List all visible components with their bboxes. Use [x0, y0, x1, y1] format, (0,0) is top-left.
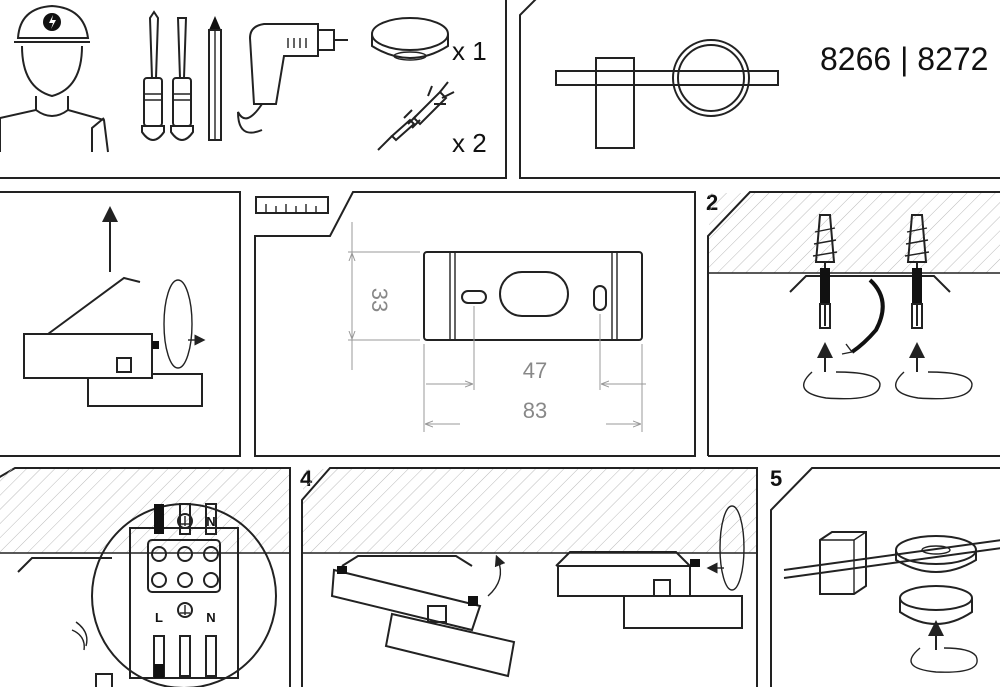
- ceiling-hatch-step3: [0, 469, 289, 553]
- lamp-mounted-illustration: [555, 505, 745, 629]
- live-label-bottom: L: [155, 610, 163, 625]
- pencil-icon: [208, 16, 222, 141]
- lamp-tilted-illustration: [330, 554, 516, 678]
- cover-attach-illustration: [783, 531, 1000, 673]
- ceiling-hatch-step4: [303, 469, 756, 553]
- neutral-label-bottom: N: [206, 610, 215, 625]
- cover-quantity: x 1: [452, 36, 487, 66]
- panel-step4-frame: [301, 467, 758, 687]
- cover-part-icon: [371, 17, 449, 61]
- ceiling-hatch: [709, 193, 1000, 273]
- bracket-step3: [17, 557, 112, 573]
- screwdriver-flat-icon: [170, 17, 194, 141]
- screw-and-anchor-icon: [377, 81, 455, 151]
- mounting-bracket-lift-illustration: [23, 206, 206, 407]
- dim-width-label: 83: [523, 398, 547, 423]
- ceiling-drilling-illustration: [789, 214, 973, 400]
- product-overview-illustration: [555, 39, 779, 149]
- step-5-number: 5: [770, 466, 782, 491]
- panel-step5-frame: [770, 467, 1000, 687]
- dimension-lines: [348, 222, 646, 432]
- terminal-block-detail: [91, 503, 277, 687]
- panel-product-frame: [519, 0, 1000, 179]
- drill-icon: [237, 23, 348, 134]
- electrician-icon: [0, 4, 109, 153]
- panel-tools-frame: [0, 0, 507, 179]
- dim-height-label: 33: [367, 288, 392, 312]
- mounting-plate-drawing: [423, 251, 643, 341]
- screw-quantity: x 2: [452, 128, 487, 158]
- live-label-top: L: [155, 514, 163, 529]
- panel-left-mid-frame: [0, 191, 241, 457]
- screwdriver-phillips-icon: [141, 10, 165, 141]
- panel-dimensions-frame: [254, 191, 696, 457]
- neutral-label-top: N: [206, 514, 215, 529]
- wires-step3: [71, 621, 88, 651]
- ruler-icon: [255, 196, 329, 214]
- model-codes: 8266 | 8272: [820, 41, 988, 77]
- dim-hole-spacing-label: 47: [523, 358, 547, 383]
